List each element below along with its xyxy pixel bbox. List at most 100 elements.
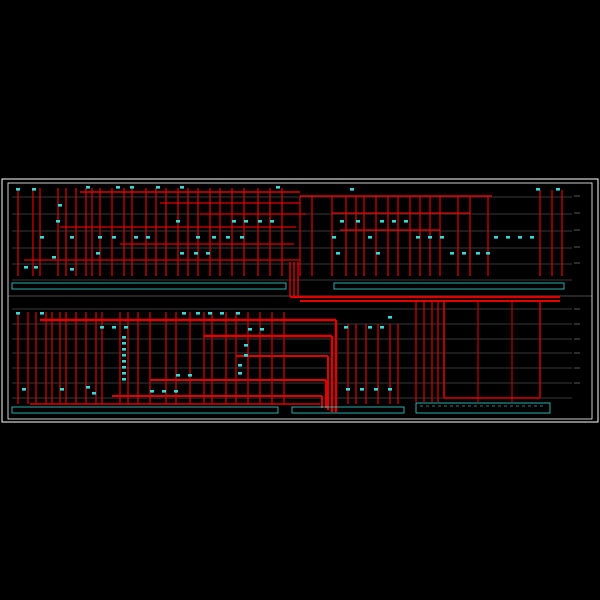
device-symbol <box>260 328 264 331</box>
device-symbol <box>388 388 392 391</box>
device-symbol <box>112 236 116 239</box>
device-symbol <box>162 390 166 393</box>
device-symbol <box>332 236 336 239</box>
device-symbol <box>236 312 240 315</box>
device-symbol <box>238 372 242 375</box>
panel-layer <box>11 282 565 414</box>
device-symbol <box>536 188 540 191</box>
device-symbol <box>244 220 248 223</box>
device-symbol <box>52 256 56 259</box>
device-symbol <box>518 236 522 239</box>
device-symbol <box>124 326 128 329</box>
device-symbol <box>24 266 28 269</box>
device-symbol <box>340 220 344 223</box>
outer-frame <box>1 178 599 423</box>
device-symbol <box>56 220 60 223</box>
device-symbol <box>176 220 180 223</box>
panel-box-1 <box>11 282 287 290</box>
device-symbol <box>146 236 150 239</box>
device-symbol <box>32 188 36 191</box>
device-symbol <box>156 186 160 189</box>
device-symbol <box>112 326 116 329</box>
device-symbol <box>276 186 280 189</box>
device-symbol <box>16 188 20 191</box>
device-symbol <box>86 186 90 189</box>
device-symbol <box>232 220 236 223</box>
device-symbol <box>22 388 26 391</box>
device-symbol <box>440 236 444 239</box>
device-symbol <box>116 186 120 189</box>
device-symbol <box>388 316 392 319</box>
device-symbol <box>380 326 384 329</box>
device-symbol <box>556 188 560 191</box>
device-symbol <box>180 186 184 189</box>
device-symbol <box>530 236 534 239</box>
device-symbol <box>196 312 200 315</box>
device-symbol <box>220 312 224 315</box>
device-symbol <box>360 388 364 391</box>
panel-box-3 <box>11 406 279 414</box>
device-symbol <box>122 348 126 351</box>
device-symbol <box>98 236 102 239</box>
panel-box-5 <box>415 402 551 414</box>
device-symbol <box>122 342 126 345</box>
device-symbol <box>40 312 44 315</box>
device-symbol <box>34 266 38 269</box>
device-symbol <box>194 252 198 255</box>
device-symbol <box>130 186 134 189</box>
device-symbol <box>380 220 384 223</box>
device-symbol <box>368 236 372 239</box>
device-symbol <box>60 388 64 391</box>
device-symbol <box>188 374 192 377</box>
device-symbol <box>16 312 20 315</box>
wiring-layer <box>17 188 563 412</box>
device-symbol <box>150 390 154 393</box>
device-symbol <box>238 364 242 367</box>
device-symbol <box>374 388 378 391</box>
device-symbol <box>392 220 396 223</box>
device-symbol <box>476 252 480 255</box>
device-symbol <box>376 252 380 255</box>
device-symbol <box>122 336 126 339</box>
device-symbol <box>248 328 252 331</box>
device-symbol <box>368 326 372 329</box>
device-symbol <box>100 326 104 329</box>
device-symbol <box>428 236 432 239</box>
device-symbol <box>450 252 454 255</box>
device-symbol <box>350 188 354 191</box>
device-symbol <box>462 252 466 255</box>
inner-frame <box>7 182 593 420</box>
device-symbol <box>122 366 126 369</box>
device-symbol <box>96 252 100 255</box>
device-symbol <box>196 236 200 239</box>
device-symbol <box>70 268 74 271</box>
device-symbol <box>122 354 126 357</box>
device-symbol <box>122 378 126 381</box>
device-symbol <box>134 236 138 239</box>
device-symbol <box>244 354 248 357</box>
device-symbol <box>336 252 340 255</box>
floor-level-labels <box>574 195 580 384</box>
device-symbol <box>122 372 126 375</box>
device-symbol <box>416 236 420 239</box>
device-symbol <box>226 236 230 239</box>
device-symbol <box>182 312 186 315</box>
device-symbol <box>176 374 180 377</box>
device-symbol <box>92 392 96 395</box>
device-symbol <box>40 236 44 239</box>
device-symbol <box>244 344 248 347</box>
device-symbol <box>346 388 350 391</box>
floor-lines <box>12 196 572 399</box>
device-symbol <box>208 312 212 315</box>
device-symbol <box>494 236 498 239</box>
device-symbol <box>212 236 216 239</box>
panel-box-4 <box>291 406 405 414</box>
device-symbol <box>344 326 348 329</box>
device-symbol <box>86 386 90 389</box>
device-symbol <box>174 390 178 393</box>
device-symbol <box>356 220 360 223</box>
device-symbol <box>58 204 62 207</box>
device-symbol <box>404 220 408 223</box>
device-symbol <box>486 252 490 255</box>
